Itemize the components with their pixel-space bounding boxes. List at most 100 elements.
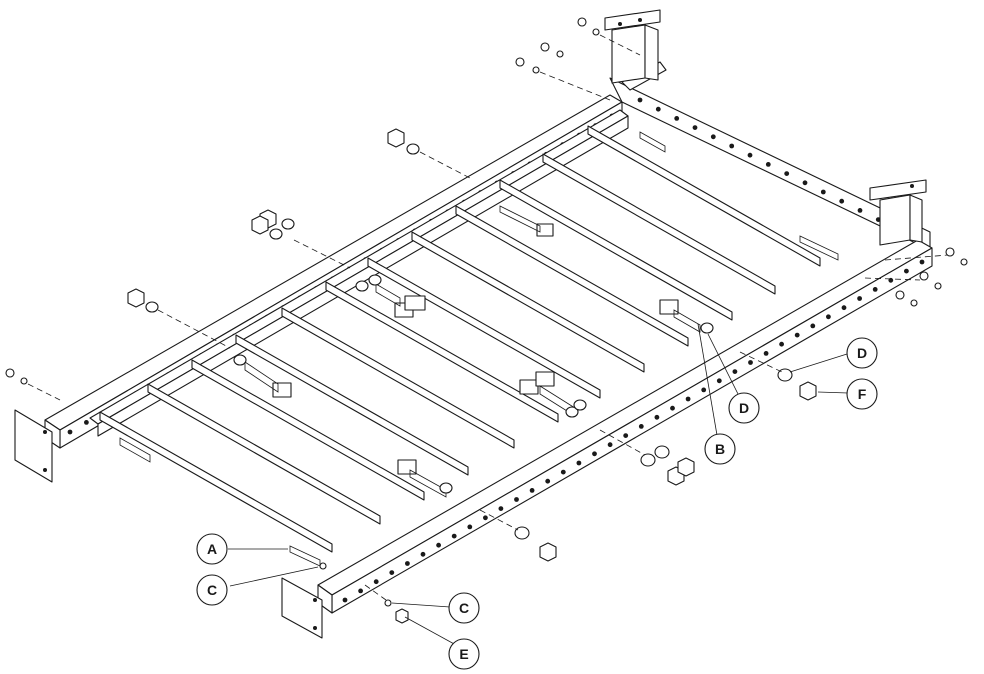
callout-B: B [704,433,736,465]
washer-d-part [777,368,793,382]
callout-C-left: C [196,574,228,606]
small-bolt-ce [364,584,409,624]
cross-bar [411,231,645,373]
bolt-set-right [864,247,968,307]
cross-bar [99,411,333,553]
nut-washer-front-right [599,429,695,486]
upright-bracket-back [604,9,661,84]
nut-washer-left-2 [251,209,351,269]
nut-f-part [739,351,817,401]
rail-hole [560,469,566,475]
rail-hole [794,332,800,338]
front-end-plate [281,577,323,639]
rail-hole [710,134,716,140]
callout-label-D-lower: D [739,400,749,416]
rail-hole [483,515,488,521]
rail-hole [654,414,660,420]
cross-bar [147,383,381,525]
cross-bar [325,281,559,423]
callout-label-B: B [715,441,725,457]
rail-hole [342,597,348,603]
nut-washer-left-3 [127,288,231,349]
rail-hole [498,506,504,511]
rail-hole [841,305,847,311]
rail-hole [716,378,722,384]
rail-hole [765,162,771,167]
callout-C-right: C [448,592,480,624]
rail-hole [638,424,644,429]
cross-bar [235,334,469,476]
callout-label-E: E [459,646,468,662]
bolt-long-2 [355,274,426,318]
front-rail [317,239,933,614]
bolt-long-1 [499,205,554,237]
bolt-long-6 [659,299,714,334]
callout-label-A: A [207,541,217,557]
rail-hole [514,497,519,502]
callout-label-D-top: D [857,345,867,361]
rail-hole [820,189,826,195]
rail-hole [451,533,457,539]
small-bolt-a [289,545,327,570]
hardware [5,17,968,624]
bolt-long-4 [519,371,587,418]
rail-hole [826,314,831,320]
nut-washer-front-bottom [479,509,557,562]
rail-hole [748,360,753,365]
rail-hole [779,341,784,347]
rail-hole [857,208,863,213]
rail-hole [420,551,426,557]
callout-A: A [196,533,228,565]
rail-hole [670,405,675,411]
rail-hole [607,442,613,448]
leader-lines [228,323,849,646]
rail-hole [655,106,661,112]
rail-hole [405,561,410,566]
upright-bracket-front [869,179,927,246]
rail-hole [623,433,629,438]
nut-washer-left-1 [387,128,471,179]
cross-bar [191,359,425,501]
rail-hole [576,460,582,466]
cross-bar [281,307,515,449]
rail-hole [436,542,441,548]
front-rail-holes [342,259,925,603]
rail-hole [857,296,862,301]
rail-hole [467,524,473,530]
callout-E: E [448,638,480,670]
bolt-set-top [515,17,641,101]
cross-bar [499,179,733,321]
rail-hole [529,488,535,493]
rail-hole [729,143,735,149]
bolt-long-5 [397,459,453,498]
cross-bars [99,125,821,553]
callout-D-top: D [846,337,878,369]
rail-hole [545,478,551,484]
bolt-long-7 [119,437,151,463]
rail-hole [67,429,73,435]
rail-hole [784,171,790,177]
cross-bar [455,205,689,347]
callout-F: F [846,378,878,410]
rail-hole [389,570,395,575]
rail-hole [701,387,707,393]
bolt-long-8 [639,131,839,261]
rail-hole [732,369,738,374]
rail-hole [839,198,845,204]
rail-hole [763,351,769,356]
bolt-far-left [5,368,61,401]
rail-hole [373,579,379,585]
rail-hole [919,259,925,265]
rail-hole [637,97,643,103]
rail-hole [692,125,698,130]
rail-hole [84,420,89,425]
rail-hole [358,588,363,594]
rail-hole [674,116,680,121]
rail-hole [904,268,909,274]
callout-label-C-left: C [207,582,217,598]
bolt-long-3 [233,354,292,398]
cross-bar [542,153,776,295]
rail-hole [802,180,808,186]
left-end-plate [14,409,53,483]
